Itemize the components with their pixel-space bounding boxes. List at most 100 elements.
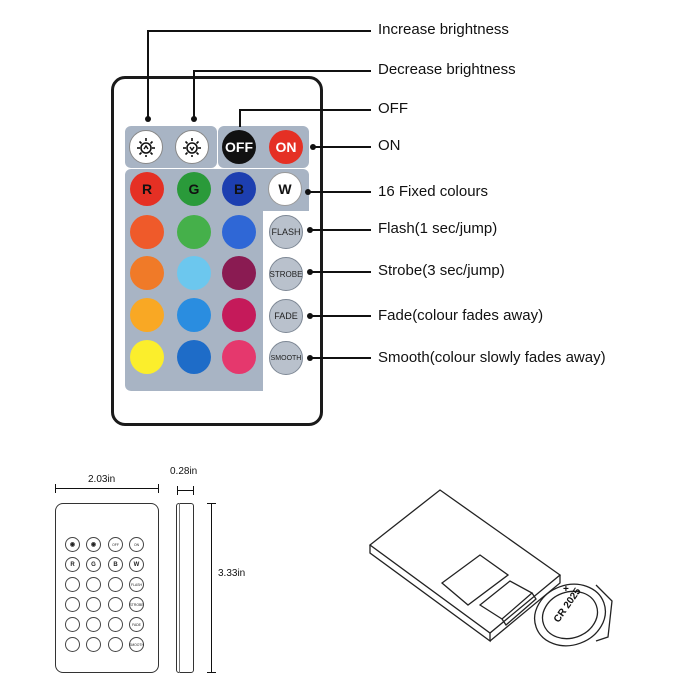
mini-button [86, 577, 101, 592]
dimension-tick [158, 484, 159, 493]
off-label: OFF [378, 100, 408, 117]
brightness-up-icon [137, 138, 155, 157]
mini-button [108, 577, 123, 592]
battery-plus-sign: + [563, 584, 569, 595]
mini-button: W [129, 557, 144, 572]
fade-button[interactable]: FADE [269, 299, 303, 333]
mini-button [108, 637, 123, 652]
colour-button[interactable] [222, 256, 256, 290]
dimension-line [55, 488, 159, 489]
mini-button: ON [129, 537, 144, 552]
fade-button-label: FADE [274, 311, 298, 321]
blue-button[interactable]: B [222, 172, 256, 206]
colour-button[interactable] [222, 298, 256, 332]
strobe-button[interactable]: STROBE [269, 257, 303, 291]
colour-button[interactable] [130, 298, 164, 332]
flash-label: Flash(1 sec/jump) [378, 220, 498, 237]
depth-dimension-label: 0.28in [170, 466, 198, 477]
increase-brightness-button[interactable] [129, 130, 163, 164]
mini-button: G [86, 557, 101, 572]
mini-button: FADE [129, 617, 144, 632]
off-button[interactable]: OFF [222, 130, 256, 164]
mini-button [65, 577, 80, 592]
on-button-label: ON [275, 139, 297, 155]
mini-button: B [108, 557, 123, 572]
white-button[interactable]: W [268, 172, 302, 206]
green-button[interactable]: G [177, 172, 211, 206]
callout-dot [145, 116, 151, 122]
mini-button [65, 597, 80, 612]
mini-button [108, 617, 123, 632]
colour-button[interactable] [177, 256, 211, 290]
colour-button[interactable] [177, 340, 211, 374]
dimension-tick [193, 486, 194, 495]
off-button-label: OFF [225, 139, 253, 155]
colour-button[interactable] [177, 215, 211, 249]
mini-button: FLASH [129, 577, 144, 592]
callout-line [310, 315, 371, 317]
battery-compartment-drawing [368, 489, 613, 647]
mini-button [86, 617, 101, 632]
mini-button [86, 597, 101, 612]
red-button[interactable]: R [130, 172, 164, 206]
colour-button[interactable] [130, 256, 164, 290]
mini-button [65, 637, 80, 652]
colour-button[interactable] [130, 215, 164, 249]
colour-button[interactable] [222, 340, 256, 374]
smooth-button-label: SMOOTH [270, 354, 302, 362]
mini-button: R [65, 557, 80, 572]
mini-button: STROBE [129, 597, 144, 612]
flash-button-label: FLASH [271, 227, 301, 237]
callout-line [147, 30, 149, 118]
dimension-tick [55, 484, 56, 493]
callout-line [310, 229, 371, 231]
white-button-label: W [278, 181, 292, 197]
brightness-down-icon [183, 138, 201, 157]
colour-button[interactable] [222, 215, 256, 249]
callout-line [193, 70, 371, 72]
mini-button [86, 637, 101, 652]
strobe-button-label: STROBE [269, 269, 303, 279]
blue-button-label: B [233, 181, 245, 197]
dimension-tick [207, 503, 216, 504]
mini-button: SMOOTH [129, 637, 144, 652]
fade-label: Fade(colour fades away) [378, 307, 544, 324]
callout-line [239, 109, 241, 127]
flash-button[interactable]: FLASH [269, 215, 303, 249]
dimension-tick [177, 486, 178, 495]
remote-front-drawing [55, 503, 159, 673]
green-button-label: G [188, 181, 200, 197]
callout-line [312, 146, 371, 148]
callout-line [308, 191, 371, 193]
callout-dot [191, 116, 197, 122]
colour-button[interactable] [177, 298, 211, 332]
callout-line [239, 109, 371, 111]
on-button[interactable]: ON [269, 130, 303, 164]
mini-button: ◉ [65, 537, 80, 552]
dimension-tick [207, 672, 216, 673]
mini-button [65, 617, 80, 632]
callout-line [193, 70, 195, 118]
smooth-label: Smooth(colour slowly fades away) [378, 349, 606, 366]
decrease-brightness-button[interactable] [175, 130, 209, 164]
side-detail [179, 503, 180, 673]
height-dimension-label: 3.33in [218, 568, 246, 579]
callout-line [310, 357, 371, 359]
red-button-label: R [141, 181, 153, 197]
callout-line [310, 271, 371, 273]
increase-brightness-label: Increase brightness [378, 21, 509, 38]
colour-button[interactable] [130, 340, 164, 374]
width-dimension-label: 2.03in [88, 474, 116, 485]
remote-side-drawing [176, 503, 194, 673]
dimension-line [211, 503, 212, 673]
callout-line [147, 30, 371, 32]
smooth-button[interactable]: SMOOTH [269, 341, 303, 375]
mini-button: OFF [108, 537, 123, 552]
mini-button: ◉ [86, 537, 101, 552]
mini-button [108, 597, 123, 612]
fixed-colours-label: 16 Fixed colours [378, 183, 489, 200]
decrease-brightness-label: Decrease brightness [378, 61, 516, 78]
dimension-line [177, 490, 194, 491]
on-label: ON [378, 137, 401, 154]
strobe-label: Strobe(3 sec/jump) [378, 262, 505, 279]
